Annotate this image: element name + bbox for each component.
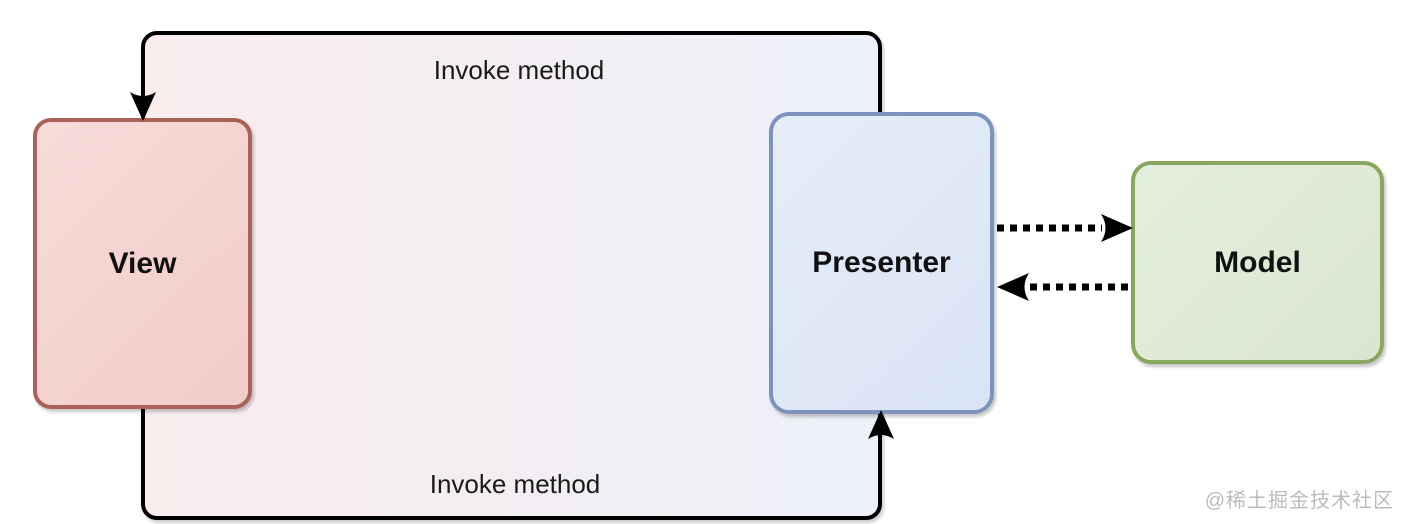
arrowhead-model-to-presenter-icon bbox=[997, 273, 1029, 301]
dotted-arrow-model-to-presenter bbox=[997, 273, 1128, 301]
node-presenter: Presenter bbox=[769, 112, 994, 414]
node-presenter-label: Presenter bbox=[812, 246, 951, 279]
watermark: @稀土掘金技术社区 bbox=[1204, 490, 1394, 512]
edge-label-invoke-method-bottom: Invoke method bbox=[429, 469, 601, 499]
node-model-label: Model bbox=[1214, 245, 1301, 279]
dotted-arrow-presenter-to-model bbox=[997, 214, 1133, 242]
node-view: View bbox=[33, 118, 252, 409]
edge-label-invoke-method-top: Invoke method bbox=[433, 55, 605, 85]
feedback-loop-outline bbox=[141, 31, 882, 520]
node-model: Model bbox=[1131, 161, 1384, 364]
arrowhead-presenter-to-model-icon bbox=[1101, 214, 1133, 242]
node-view-label: View bbox=[108, 246, 177, 280]
